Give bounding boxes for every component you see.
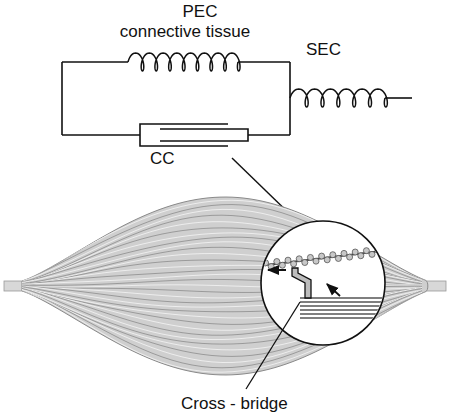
actin-bead <box>352 249 358 255</box>
myosin-strand <box>300 309 392 310</box>
muscle-belly <box>4 197 446 375</box>
actin-bead <box>380 250 386 256</box>
myosin-strand <box>300 313 392 314</box>
motion-arrow <box>327 284 340 296</box>
myosin-strand <box>300 317 392 318</box>
wire <box>289 62 291 135</box>
part-label: CC <box>150 149 175 169</box>
motion-arrow <box>268 269 286 271</box>
myosin-filament <box>300 298 392 318</box>
myosin-strand <box>300 297 392 298</box>
actin-bead <box>313 258 319 264</box>
wire <box>248 134 290 136</box>
inset-circle <box>261 221 385 345</box>
dashpot-cylinder <box>140 124 228 146</box>
sec-spring <box>290 89 387 107</box>
actin-core <box>258 250 390 266</box>
actin-bead <box>274 259 280 265</box>
actin-bead <box>285 257 291 263</box>
part-label: SEC <box>306 40 341 60</box>
actin-bead <box>347 254 353 260</box>
muscle-outline <box>22 197 428 375</box>
actin-bead <box>341 250 347 256</box>
actin-bead <box>375 246 381 252</box>
circuit-wires <box>62 62 412 135</box>
actin-bead <box>386 245 392 251</box>
magnified-inset <box>257 221 392 345</box>
inset-content <box>257 245 392 318</box>
wire <box>62 61 128 63</box>
actin-bead <box>358 253 364 259</box>
actin-bead <box>268 264 274 270</box>
part-label: PEC connective tissue <box>114 2 256 41</box>
actin-bead <box>369 251 375 257</box>
actin-bead <box>279 262 285 268</box>
dashpot-symbol <box>140 124 248 146</box>
myosin-strand <box>300 305 392 306</box>
actin-filament <box>257 245 392 271</box>
wire <box>61 62 63 135</box>
actin-bead <box>335 255 341 261</box>
muscle-fibers <box>22 200 422 372</box>
actin-bead <box>307 254 313 260</box>
actin-bead <box>330 252 336 258</box>
leader-line <box>246 302 300 389</box>
wire <box>62 134 140 136</box>
cross-bridge-head <box>292 268 311 298</box>
dashpot-piston <box>160 129 248 141</box>
wire <box>238 61 290 63</box>
actin-bead <box>363 248 369 254</box>
actin-bead <box>296 256 302 262</box>
part-label: Cross - bridge <box>181 394 288 414</box>
myosin-strand <box>300 301 392 302</box>
actin-bead <box>291 261 297 267</box>
actin-bead <box>319 253 325 259</box>
pec-spring <box>128 53 240 71</box>
actin-bead <box>263 260 269 266</box>
springs <box>128 53 387 107</box>
actin-bead <box>302 260 308 266</box>
actin-bead <box>324 257 330 263</box>
wire <box>385 97 412 99</box>
actin-bead <box>257 265 263 271</box>
